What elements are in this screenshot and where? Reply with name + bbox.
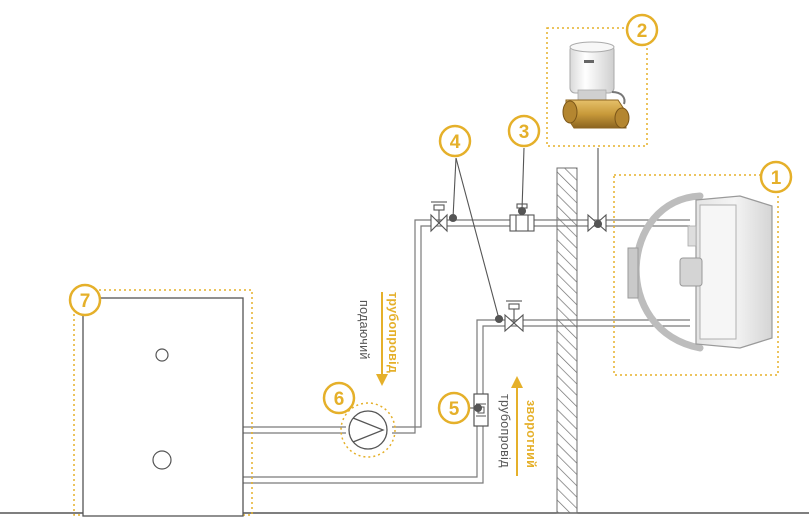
- supply-flow-arrow-icon: [376, 292, 388, 386]
- callout-6: 6: [322, 381, 356, 415]
- callout-7-label: 7: [80, 291, 91, 312]
- supply-pipe-inner: [392, 225, 690, 428]
- leader-lines: [448, 147, 603, 413]
- callout-2: 2: [625, 13, 659, 47]
- return-shutoff-valve-icon: [504, 300, 524, 333]
- callout-2-label: 2: [637, 21, 648, 42]
- return-label-line1: зворотний: [524, 400, 538, 468]
- callout-4-label: 4: [450, 132, 461, 153]
- supply-label-line2: трубопровід: [386, 292, 400, 373]
- supply-shutoff-valve-icon: [430, 201, 448, 233]
- boiler-port-upper: [155, 348, 169, 362]
- callout-1: 1: [759, 160, 793, 194]
- circulation-pump-icon: [348, 410, 388, 450]
- callout-3: 3: [507, 114, 541, 148]
- air-heater-unit-icon: [627, 192, 773, 352]
- supply-label-line1: подаючий: [357, 300, 371, 360]
- return-label-line2: трубопровід: [498, 394, 512, 468]
- callout-5-label: 5: [449, 399, 460, 420]
- heater-dotted-frame: [613, 174, 779, 376]
- callout-4: 4: [438, 124, 472, 158]
- boiler-port-lower: [152, 450, 172, 470]
- pump-dotted-ring: [340, 402, 396, 458]
- wall: [556, 167, 578, 514]
- callout-7: 7: [68, 283, 102, 317]
- return-flow-arrow-icon: [511, 376, 523, 476]
- callout-3-label: 3: [519, 122, 530, 143]
- callout-1-label: 1: [771, 168, 782, 189]
- callout-5: 5: [437, 391, 471, 425]
- actuator-dotted-frame: [546, 27, 648, 147]
- pipework: [243, 219, 690, 484]
- supply-pipe-outer: [392, 219, 690, 434]
- thermal-actuator-valve-icon: [562, 41, 630, 129]
- callout-6-label: 6: [334, 389, 345, 410]
- boiler-icon: [82, 297, 244, 517]
